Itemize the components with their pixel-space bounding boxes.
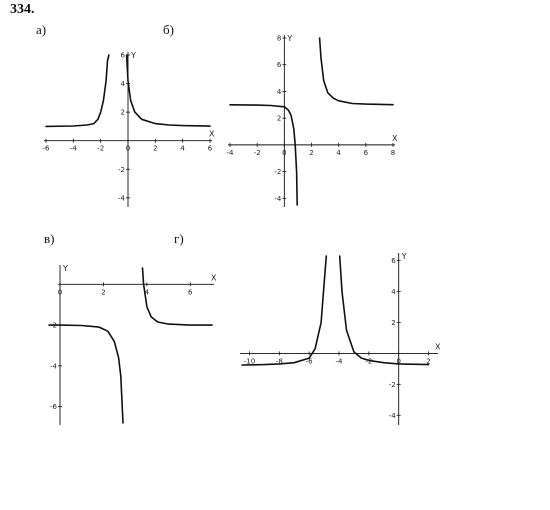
x-tick-label: 0 (58, 288, 62, 296)
x-tick-label: 6 (188, 288, 193, 296)
panel-label-g: г) (174, 231, 184, 246)
curve-branch-1 (338, 255, 430, 366)
y-tick-label: 6 (121, 52, 126, 60)
problem-number: 334. (10, 2, 35, 17)
y-tick-label: 6 (391, 257, 396, 265)
curve-branch-1 (125, 54, 211, 127)
y-axis-label: Y (286, 34, 292, 43)
y-axis-label: Y (401, 252, 407, 261)
x-tick-label: 8 (391, 149, 395, 157)
curve-branch-0 (45, 54, 110, 128)
y-tick-label: 2 (121, 109, 125, 117)
curve-branch-0 (229, 104, 298, 206)
y-tick-label: 2 (391, 319, 395, 327)
y-tick-label: 8 (277, 35, 281, 43)
panel-label-v: в) (44, 231, 55, 246)
y-tick-label: 4 (391, 288, 396, 296)
y-tick-label: -2 (118, 166, 125, 174)
chart-panel-3: X Y -10 -8 -6 -4 -2 0 2 -4 -2 2 4 6 (240, 252, 441, 425)
x-tick-label: -10 (244, 357, 255, 365)
x-tick-label: -2 (365, 357, 372, 365)
y-tick-label: 6 (277, 61, 282, 69)
x-tick-label: 2 (101, 288, 105, 296)
chart-panel-0: X Y -6 -4 -2 0 2 4 6 -4 -2 2 4 6 (43, 51, 215, 207)
curve-branch-0 (48, 324, 124, 424)
panel-label-b: б) (163, 22, 174, 37)
panel-label-a: а) (36, 22, 47, 37)
x-tick-label: -6 (306, 357, 314, 365)
x-tick-label: 4 (180, 145, 185, 153)
x-tick-label: 6 (208, 145, 213, 153)
y-tick-label: 4 (277, 88, 282, 96)
chart-panel-1: X Y -4 -2 0 2 4 6 8 -4 -2 2 4 6 8 (227, 34, 398, 207)
x-tick-label: -4 (227, 149, 235, 157)
x-tick-label: -2 (97, 145, 104, 153)
y-tick-label: 2 (277, 115, 281, 123)
y-tick-label: 4 (121, 80, 126, 88)
y-tick-label: -4 (50, 362, 58, 370)
x-tick-label: 2 (426, 357, 430, 365)
x-tick-label: 4 (336, 149, 341, 157)
x-tick-label: 2 (153, 145, 157, 153)
y-axis-label: Y (130, 51, 136, 60)
y-tick-label: -4 (118, 194, 126, 202)
y-axis-label: Y (62, 264, 68, 273)
x-tick-label: -2 (254, 149, 261, 157)
x-tick-label: 0 (396, 357, 400, 365)
x-tick-label: 4 (145, 288, 150, 296)
x-tick-label: 0 (282, 149, 286, 157)
y-tick-label: -4 (274, 195, 282, 203)
x-axis-label: X (435, 342, 441, 351)
x-tick-label: -6 (43, 145, 51, 153)
x-tick-label: 2 (309, 149, 313, 157)
y-tick-label: -2 (389, 381, 396, 389)
x-tick-label: 6 (364, 149, 369, 157)
x-tick-label: -4 (70, 145, 78, 153)
curve-branch-0 (241, 255, 328, 366)
y-tick-label: -6 (50, 403, 58, 411)
y-tick-label: -2 (274, 168, 281, 176)
x-axis-label: X (209, 130, 215, 139)
y-tick-label: -4 (389, 412, 397, 420)
curve-branch-1 (318, 37, 394, 106)
x-tick-label: -4 (336, 357, 344, 365)
x-axis-label: X (211, 273, 217, 282)
curve-branch-1 (141, 267, 213, 326)
x-tick-label: 0 (126, 145, 130, 153)
x-tick-label: -8 (276, 357, 283, 365)
x-axis-label: X (392, 134, 398, 143)
